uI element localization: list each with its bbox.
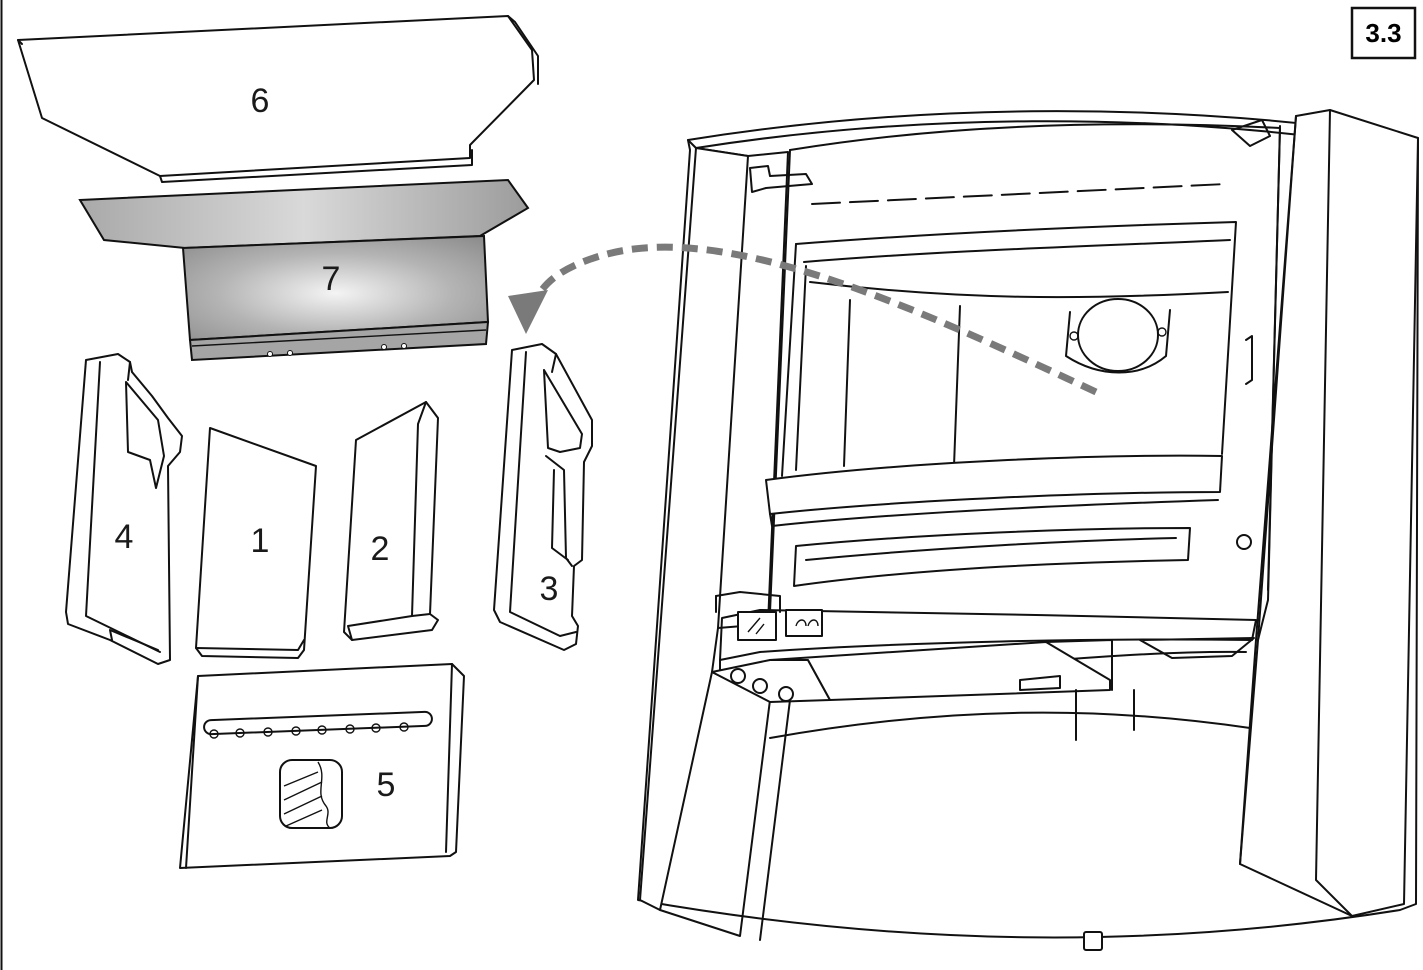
part-label-3: 3 (540, 570, 559, 608)
part-label-5: 5 (377, 766, 396, 804)
part-1-back-brick (195, 427, 317, 659)
part-3-side-brick (493, 343, 593, 651)
part-4-left-side-brick (65, 353, 183, 665)
figure-label: 3.3 (1365, 18, 1401, 48)
part-7-baffle (78, 178, 530, 362)
stove-body-drawing (637, 109, 1419, 951)
part-2-right-brick (343, 401, 439, 641)
part-label-6: 6 (251, 82, 270, 120)
curved-dashed-arrow-icon (508, 243, 1098, 396)
figure-label-box: 3.3 (1350, 6, 1417, 60)
part-labels: 1 2 3 4 5 6 7 (115, 82, 559, 804)
part-label-7: 7 (322, 260, 341, 298)
part-label-4: 4 (115, 518, 134, 556)
part-5-base-plate (179, 663, 465, 869)
part-6-top-plate (17, 15, 539, 183)
part-label-1: 1 (251, 522, 270, 560)
part-label-2: 2 (371, 530, 390, 568)
